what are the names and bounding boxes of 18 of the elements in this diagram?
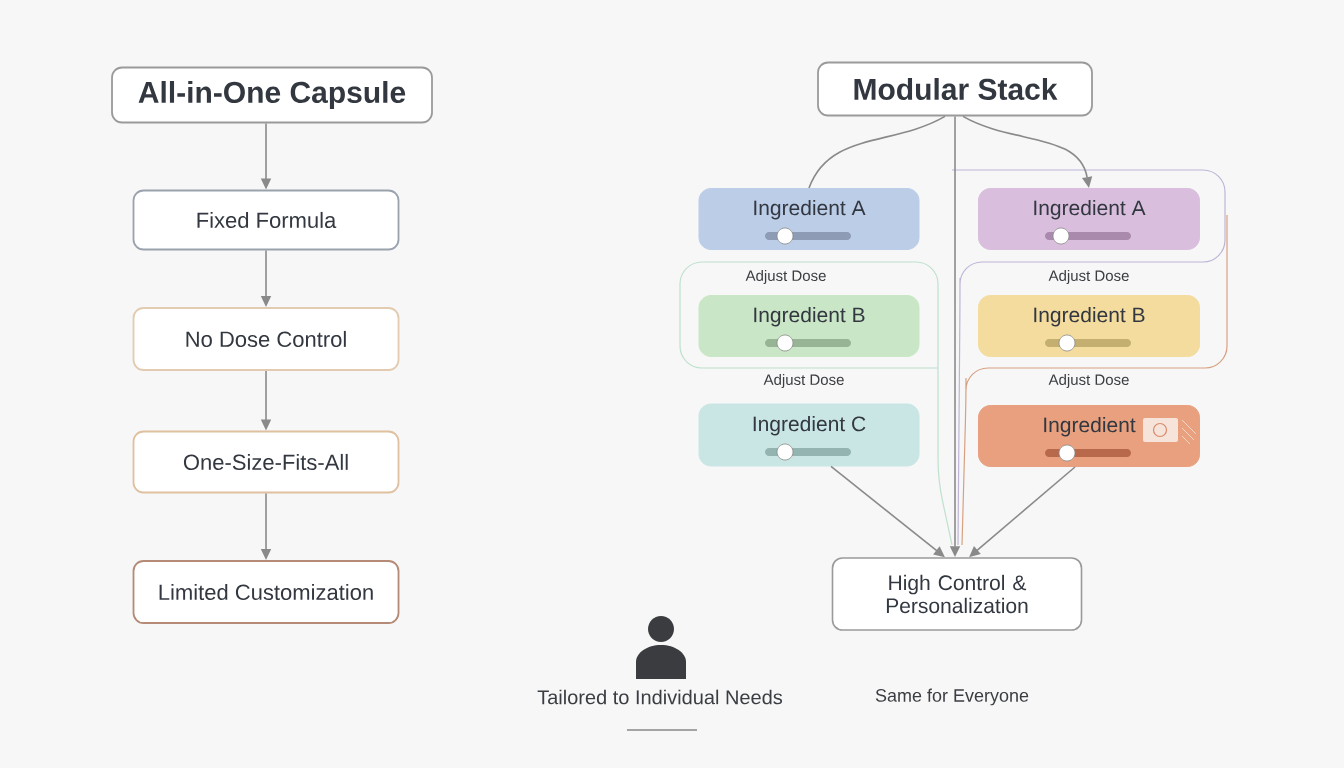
label-text: Adjust Dose — [1048, 270, 1129, 284]
process-box: No Dose Control — [132, 307, 400, 371]
caption-text: Same for Everyone — [875, 688, 1029, 706]
ingredient-card: Ingredient C — [698, 403, 920, 467]
caption-text: Tailored to Individual Needs — [537, 689, 783, 705]
ingredient-card: Ingredient B — [978, 295, 1200, 357]
process-box: Fixed Formula — [132, 189, 400, 251]
label-text: Adjust Dose — [745, 270, 826, 284]
title-box: Modular Stack — [817, 61, 1093, 117]
title-box: All-in-One Capsule — [111, 66, 433, 124]
label-text: Adjust Dose — [763, 374, 844, 388]
process-box: One-Size-Fits-All — [132, 430, 400, 494]
ingredient-card: Ingredient A — [978, 188, 1200, 250]
ingredient-card: Ingredient A — [698, 188, 920, 250]
ingredient-card: Ingredient B — [698, 295, 920, 357]
process-box: Limited Customization — [132, 560, 400, 624]
result-box: High Control & Personalization — [831, 557, 1083, 631]
label-text: Adjust Dose — [1048, 374, 1129, 388]
